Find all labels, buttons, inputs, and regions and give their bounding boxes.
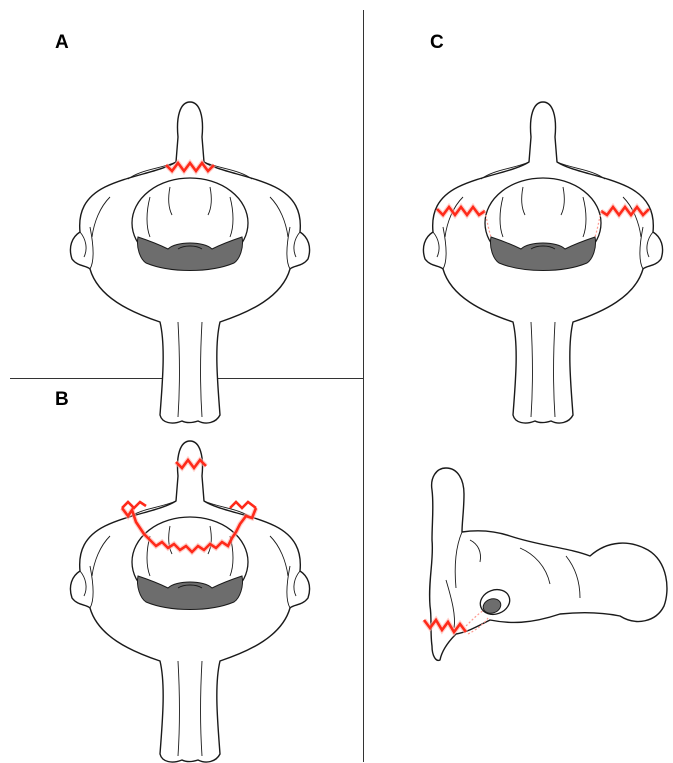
- fracture-line-b-right: [230, 502, 256, 508]
- vertebra-c-lateral: [424, 468, 667, 660]
- fracture-line-b-left: [122, 502, 146, 508]
- vertebra-b: [70, 441, 309, 762]
- vertebra-a: [70, 102, 309, 423]
- vertebra-c-top: [423, 102, 662, 423]
